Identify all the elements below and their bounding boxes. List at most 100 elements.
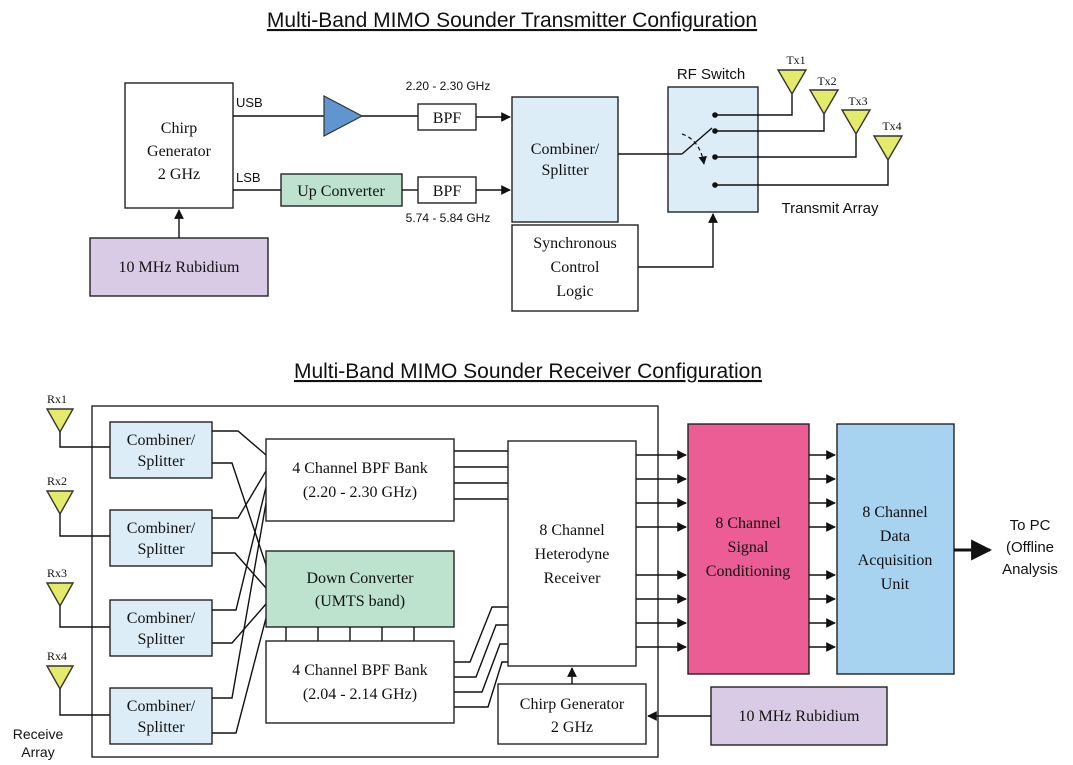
rx-heterodyne-to-conditioning bbox=[636, 450, 687, 652]
tx-antenna-3-icon bbox=[840, 109, 872, 136]
rx-downconverter-line1: Down Converter bbox=[306, 570, 414, 587]
rx-ant1-wire bbox=[59, 432, 110, 448]
rx-combiner-crosswires bbox=[212, 430, 267, 734]
rx-array-label-line1: Receive bbox=[13, 726, 64, 742]
rx-conditioning-line3: Conditioning bbox=[706, 563, 790, 580]
tx-antenna-4-label: Tx4 bbox=[882, 119, 901, 133]
tx-antenna-1-icon bbox=[776, 69, 808, 96]
rx-rubidium-label: 10 MHz Rubidium bbox=[739, 708, 860, 725]
rx-antenna-1-label: Rx1 bbox=[47, 392, 67, 406]
tx-rf-switch-label: RF Switch bbox=[677, 66, 745, 83]
tx-antenna-2-icon bbox=[808, 89, 840, 116]
tx-title: Multi-Band MIMO Sounder Transmitter Conf… bbox=[267, 9, 757, 32]
rx-downconv-to-bpf-links bbox=[285, 627, 415, 641]
tx-rubidium: 10 MHz Rubidium bbox=[89, 237, 269, 297]
tx-switch-out-1 bbox=[715, 94, 793, 116]
tx-upconverter: Up Converter bbox=[280, 173, 403, 207]
rx-to-pc-line3: Analysis bbox=[1002, 561, 1058, 578]
tx-antenna-3-label: Tx3 bbox=[848, 94, 867, 108]
rx-combiner-2-line2: Splitter bbox=[137, 541, 185, 558]
rx-combiner-1-line2: Splitter bbox=[137, 453, 185, 470]
rx-heterodyne-line3: Receiver bbox=[544, 570, 602, 587]
tx-chirp-line1: Chirp bbox=[161, 120, 197, 137]
rx-title: Multi-Band MIMO Sounder Receiver Configu… bbox=[294, 360, 762, 383]
tx-antenna-2-label: Tx2 bbox=[817, 74, 836, 88]
rx-antenna-2-label: Rx2 bbox=[47, 474, 67, 488]
rx-data-acquisition: 8 Channel Data Acquisition Unit bbox=[836, 423, 955, 675]
rx-heterodyne-line2: Heterodyne bbox=[535, 546, 610, 563]
rx-combiner-1-line1: Combiner/ bbox=[127, 432, 196, 449]
rx-combiner-2: Combiner/ Splitter bbox=[109, 509, 213, 567]
rx-acquisition-line4: Unit bbox=[881, 576, 910, 593]
rx-antenna-4-icon bbox=[45, 665, 75, 691]
rx-bpf-high-line2: (2.20 - 2.30 GHz) bbox=[303, 484, 417, 501]
tx-bpf-low: BPF bbox=[417, 176, 477, 204]
rx-downconverter-line2: (UMTS band) bbox=[315, 593, 405, 610]
rx-combiner-3: Combiner/ Splitter bbox=[109, 599, 213, 657]
tx-switch-out-3 bbox=[715, 134, 857, 158]
rx-combiner-2-line1: Combiner/ bbox=[127, 520, 196, 537]
rx-antenna-1-icon bbox=[45, 408, 75, 434]
tx-sync-line3: Logic bbox=[556, 283, 593, 300]
rx-acquisition-line1: 8 Channel bbox=[862, 504, 928, 521]
rx-conditioning-line1: 8 Channel bbox=[715, 515, 781, 532]
tx-array-label: Transmit Array bbox=[782, 200, 879, 217]
rx-antennas: Rx1 Rx2 Rx3 Rx4 bbox=[45, 392, 75, 691]
rx-array-label-line2: Array bbox=[21, 744, 54, 760]
rx-combiner-4-line2: Splitter bbox=[137, 719, 185, 736]
tx-sync-line1: Synchronous bbox=[533, 235, 617, 252]
tx-chirp-line3: 2 GHz bbox=[158, 166, 200, 183]
rx-to-pc-line1: To PC bbox=[1010, 517, 1051, 534]
tx-freq-high: 2.20 - 2.30 GHz bbox=[406, 79, 491, 93]
tx-combiner-splitter: Combiner/ Splitter bbox=[511, 96, 619, 223]
tx-freq-low: 5.74 - 5.84 GHz bbox=[406, 211, 491, 225]
rx-ant4-wire bbox=[59, 689, 110, 716]
rx-antenna-4-label: Rx4 bbox=[47, 649, 67, 663]
tx-combiner-line2: Splitter bbox=[541, 162, 589, 179]
rx-bpf-low-line1: 4 Channel BPF Bank bbox=[292, 662, 428, 679]
rx-chassis bbox=[91, 405, 659, 758]
rx-bpf-low-line2: (2.04 - 2.14 GHz) bbox=[303, 686, 417, 703]
rx-antenna-2-icon bbox=[45, 490, 75, 516]
rx-combiner-1: Combiner/ Splitter bbox=[109, 421, 213, 479]
tx-antenna-1-label: Tx1 bbox=[786, 53, 805, 67]
tx-switch-out-4 bbox=[715, 160, 889, 186]
rx-chirp-line2: 2 GHz bbox=[551, 719, 593, 736]
rx-combiner-4-line1: Combiner/ bbox=[127, 698, 196, 715]
rx-ant2-wire bbox=[59, 514, 110, 537]
tx-switch-out-2 bbox=[715, 114, 825, 132]
tx-usb-label: USB bbox=[236, 95, 263, 110]
tx-rf-switch bbox=[667, 86, 759, 213]
rx-antenna-3-label: Rx3 bbox=[47, 566, 67, 580]
tx-chirp-generator: Chirp Generator 2 GHz bbox=[124, 82, 234, 209]
tx-lsb-label: LSB bbox=[236, 170, 261, 185]
tx-bpf-high-label: BPF bbox=[433, 110, 462, 127]
rx-combiner-3-line1: Combiner/ bbox=[127, 610, 196, 627]
tx-upconverter-label: Up Converter bbox=[297, 183, 385, 200]
rx-ant3-wire bbox=[59, 606, 110, 628]
rx-chirp-generator: Chirp Generator 2 GHz bbox=[497, 683, 647, 745]
rx-conditioning-to-acquisition bbox=[809, 450, 836, 652]
tx-antenna-4-icon bbox=[872, 135, 904, 162]
rx-combiner-4: Combiner/ Splitter bbox=[109, 687, 213, 745]
rx-conditioning-line2: Signal bbox=[728, 539, 769, 556]
tx-combiner-line1: Combiner/ bbox=[531, 141, 600, 158]
rx-bpf-high-line1: 4 Channel BPF Bank bbox=[292, 460, 428, 477]
rx-to-pc-line2: (Offline bbox=[1006, 539, 1054, 556]
rx-bpf-high-to-heterodyne bbox=[454, 450, 508, 500]
tx-bpf-low-label: BPF bbox=[433, 183, 462, 200]
rx-bpf-bank-high: 4 Channel BPF Bank (2.20 - 2.30 GHz) bbox=[265, 438, 455, 522]
tx-rubidium-label: 10 MHz Rubidium bbox=[119, 259, 240, 276]
rx-signal-conditioning: 8 Channel Signal Conditioning bbox=[687, 423, 810, 675]
tx-chirp-line2: Generator bbox=[147, 143, 212, 160]
rx-downconverter: Down Converter (UMTS band) bbox=[265, 550, 455, 628]
rx-rubidium: 10 MHz Rubidium bbox=[710, 686, 888, 746]
rx-bpf-bank-low: 4 Channel BPF Bank (2.04 - 2.14 GHz) bbox=[265, 640, 455, 724]
rx-acquisition-line3: Acquisition bbox=[858, 552, 933, 569]
tx-sync-line2: Control bbox=[551, 259, 600, 276]
tx-sync-control-logic: Synchronous Control Logic bbox=[511, 224, 639, 312]
rx-chirp-line1: Chirp Generator bbox=[520, 696, 625, 713]
rx-heterodyne-line1: 8 Channel bbox=[539, 522, 605, 539]
rx-heterodyne-receiver: 8 Channel Heterodyne Receiver bbox=[507, 440, 637, 667]
